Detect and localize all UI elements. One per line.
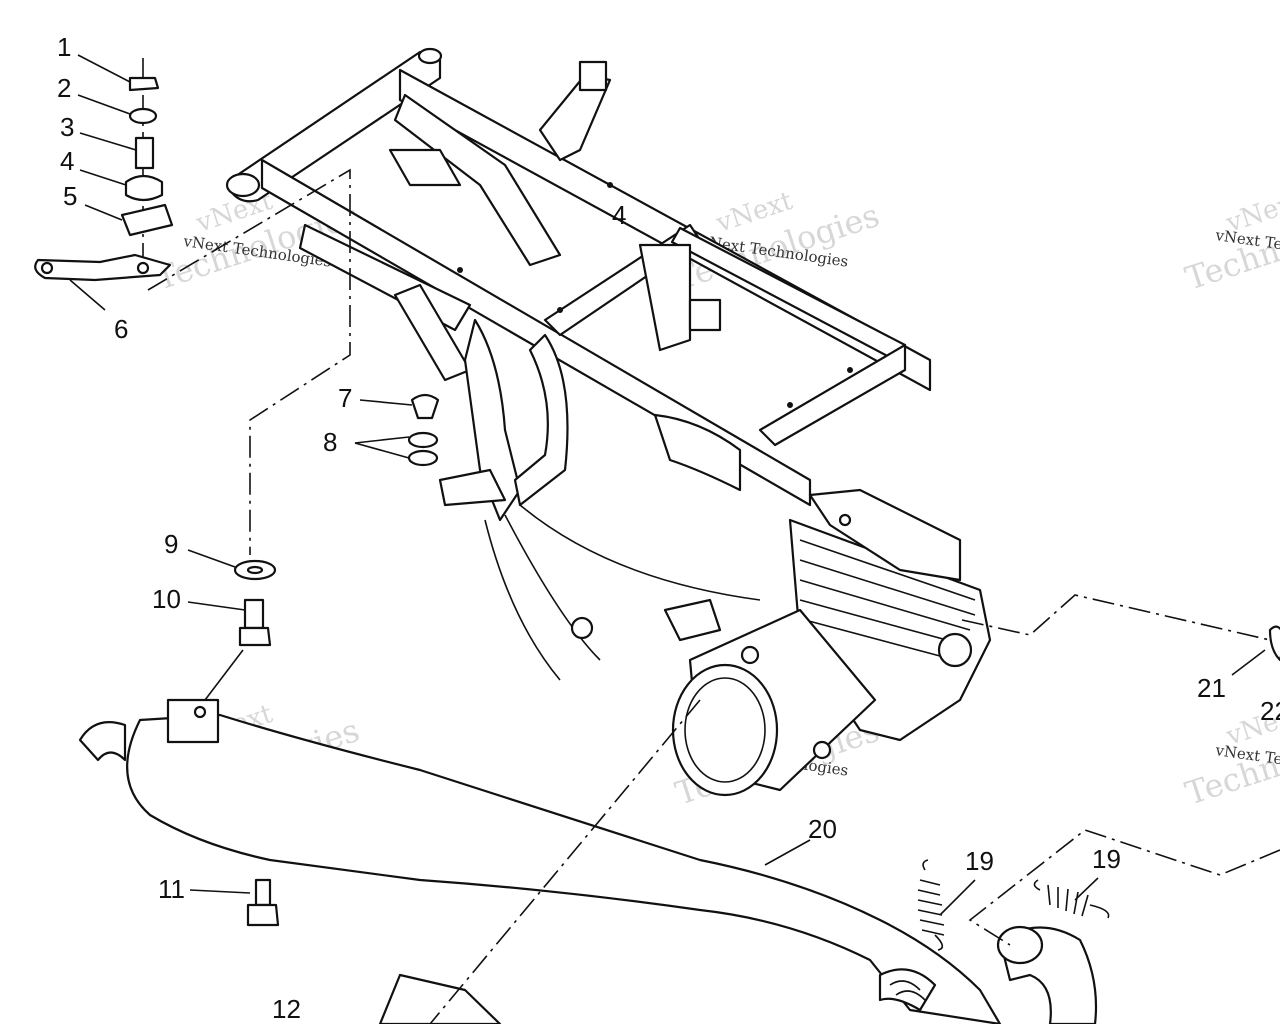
callout-3: 3 [60,112,74,142]
spring-right [1033,879,1110,919]
muffler-assembly [78,698,1002,1024]
engine [663,488,992,797]
callout-5: 5 [63,181,77,211]
callout-10: 10 [152,584,181,614]
callout-8: 8 [323,427,337,457]
callout-21: 21 [1197,673,1226,703]
callout-labels: 1 2 3 4 4 5 6 7 8 9 10 11 12 19 19 20 21… [57,32,1280,1024]
assembly-lines [147,168,1280,1024]
callout-7: 7 [338,383,352,413]
callout-11: 11 [158,874,185,904]
mount-hardware-stack [34,58,174,282]
callout-2: 2 [57,73,71,103]
callout-19-right: 19 [1092,844,1121,874]
callout-1: 1 [57,32,71,62]
callout-9: 9 [164,529,178,559]
header-pipe [996,625,1280,1024]
callout-4-frame: 4 [612,200,626,230]
callout-20: 20 [808,814,837,844]
callout-4: 4 [60,146,74,176]
callout-19-left: 19 [965,846,994,876]
spring-left [917,859,945,951]
callout-6: 6 [114,314,128,344]
frame-assembly [225,47,932,681]
callout-12: 12 [272,994,301,1024]
callout-22: 22 [1260,696,1280,726]
grommet-parts [233,393,440,927]
leader-lines [69,54,1266,916]
